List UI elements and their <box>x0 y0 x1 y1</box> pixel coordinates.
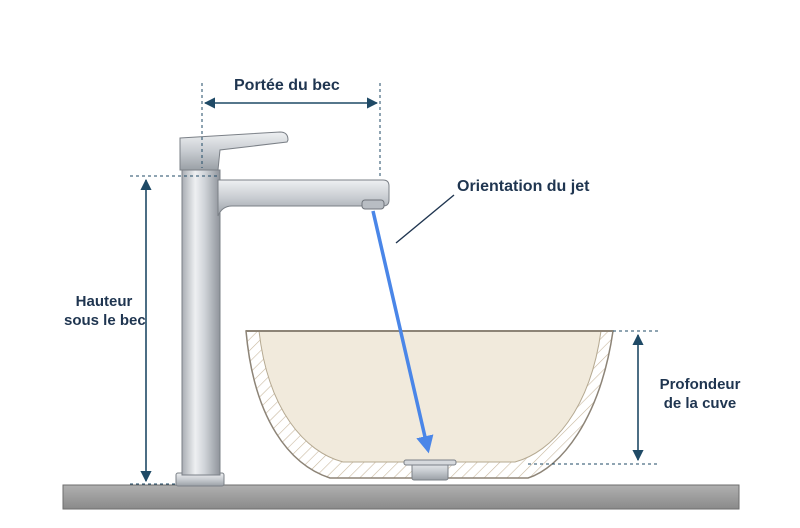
jet-orientation-leader <box>395 194 455 244</box>
faucet <box>175 131 390 487</box>
basin-depth-label: Profondeur de la cuve <box>650 375 750 413</box>
faucet-body <box>181 169 221 476</box>
faucet-spout <box>217 179 390 217</box>
spout-height-label-line1: Hauteur <box>75 293 133 310</box>
faucet-handle <box>179 131 289 171</box>
spout-height-label-line2: sous le bec <box>64 312 146 329</box>
spout-reach-label: Portée du bec <box>234 77 340 94</box>
faucet-aerator <box>361 199 385 210</box>
basin-depth-label-line2: de la cuve <box>663 395 737 412</box>
basin-depth-label-line1: Profondeur <box>659 376 741 393</box>
countertop <box>62 484 740 510</box>
spout-reach-dimension <box>201 83 381 178</box>
spout-height-label: Hauteur sous le bec <box>64 292 146 330</box>
basin-depth-dimension <box>528 330 658 465</box>
jet-orientation-label: Orientation du jet <box>457 178 590 195</box>
water-jet <box>371 210 434 454</box>
spout-height-dimension <box>130 175 218 485</box>
basin-inner-bowl <box>258 330 602 463</box>
vessel-basin <box>245 330 614 481</box>
